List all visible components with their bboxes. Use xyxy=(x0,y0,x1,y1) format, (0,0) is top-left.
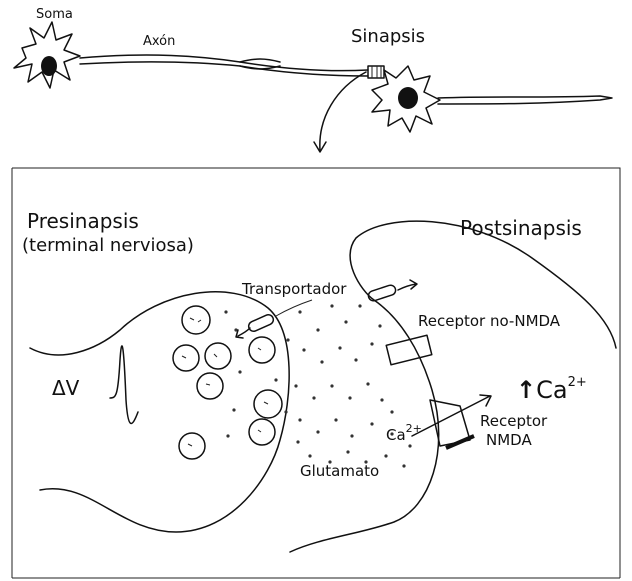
action-potential-trace xyxy=(110,346,138,424)
zoom-arrow xyxy=(320,72,366,150)
calcium-increase-arrow: ↑ xyxy=(516,376,536,404)
postsynaptic-nucleus xyxy=(398,87,418,109)
postsynaptic-axon xyxy=(438,96,612,104)
transporter-label: Transportador xyxy=(242,282,346,297)
postsynapse-label: Postsinapsis xyxy=(460,218,582,238)
presynapse-sublabel: (terminal nerviosa) xyxy=(22,237,194,255)
calcium-increase-indicator: ↑Ca2+ xyxy=(516,378,587,402)
presynaptic-transporter xyxy=(236,300,312,338)
glutamate-label: Glutamato xyxy=(300,464,379,479)
postsynaptic-transporter xyxy=(367,280,417,302)
presynaptic-neuron xyxy=(14,22,368,88)
postsynaptic-neuron xyxy=(372,66,612,132)
axon xyxy=(80,55,368,76)
delta-v-label: ΔV xyxy=(52,378,79,398)
calcium-increase-symbol: Ca xyxy=(536,376,567,404)
presynapse-label: Presinapsis xyxy=(27,211,139,231)
synapse-marker xyxy=(368,66,384,78)
presynaptic-soma xyxy=(14,22,80,88)
soma-label: Soma xyxy=(36,8,73,21)
calcium-symbol: Ca xyxy=(386,426,406,444)
synapse-label: Sinapsis xyxy=(351,28,425,46)
presynaptic-nucleus xyxy=(41,56,57,76)
calcium-influx-arrow xyxy=(412,396,490,436)
glutamate-molecules xyxy=(224,304,411,467)
calcium-label-influx: Ca2+ xyxy=(386,428,422,443)
nmda-receptor-label-line2: NMDA xyxy=(486,433,532,448)
non-nmda-receptor-label: Receptor no-NMDA xyxy=(418,314,560,329)
calcium-charge: 2+ xyxy=(406,422,422,435)
non-nmda-receptor xyxy=(386,335,432,365)
axon-label: Axón xyxy=(143,35,175,48)
nmda-receptor-label-line1: Receptor xyxy=(480,414,547,429)
calcium-increase-charge: 2+ xyxy=(568,375,587,390)
